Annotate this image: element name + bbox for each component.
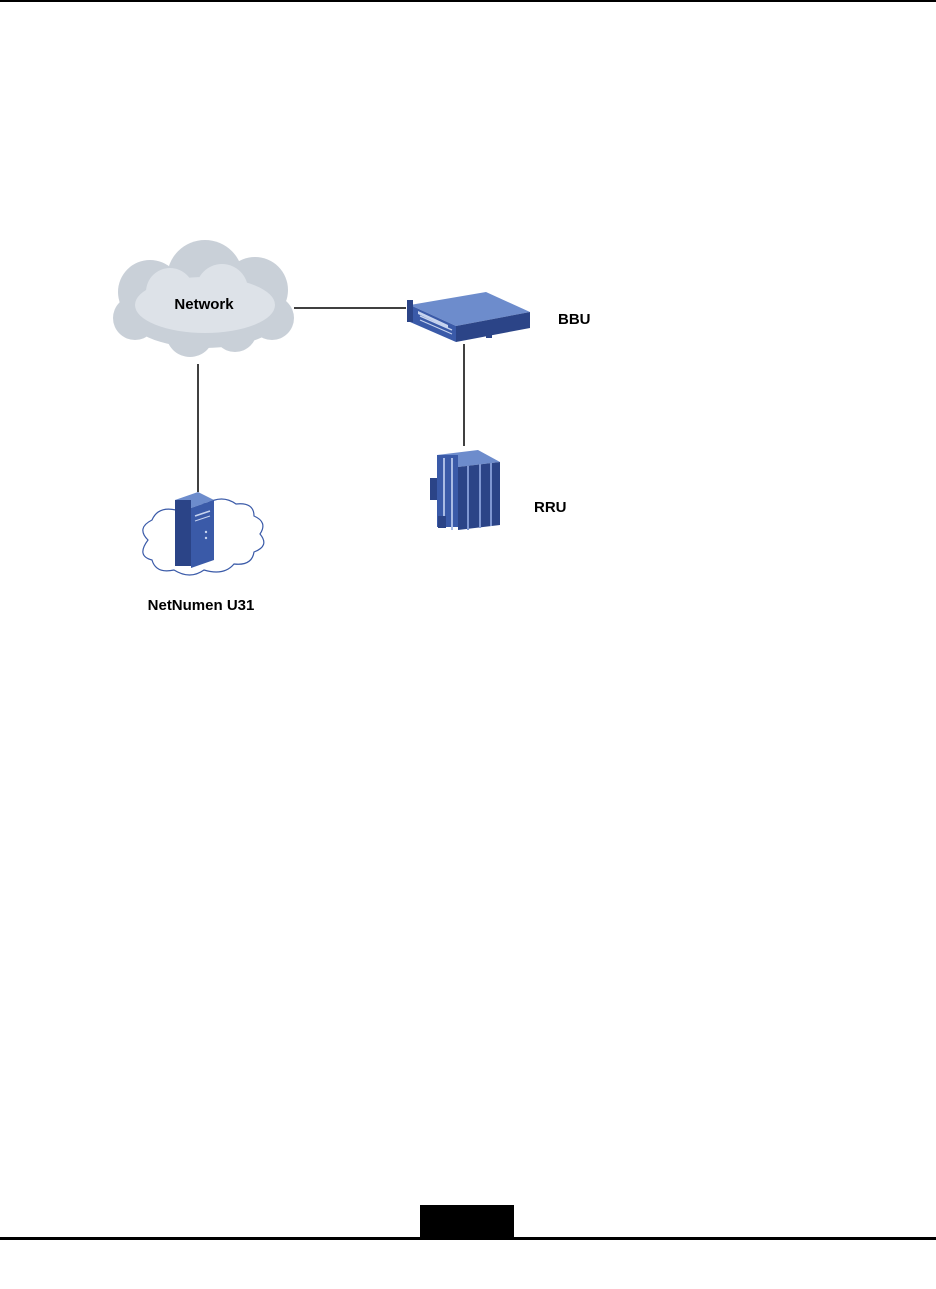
bbu-rack-icon — [407, 292, 530, 342]
page-number-tab — [420, 1205, 514, 1238]
rru-label: RRU — [534, 499, 567, 516]
network-label: Network — [174, 296, 234, 313]
netnumen-label: NetNumen U31 — [148, 597, 255, 614]
rru-unit-icon — [430, 450, 500, 530]
footer-rule — [0, 1237, 936, 1240]
network-topology-diagram: Network BBU RRU NetNum — [0, 0, 936, 700]
server-icon — [143, 492, 264, 575]
bbu-label: BBU — [558, 311, 591, 328]
